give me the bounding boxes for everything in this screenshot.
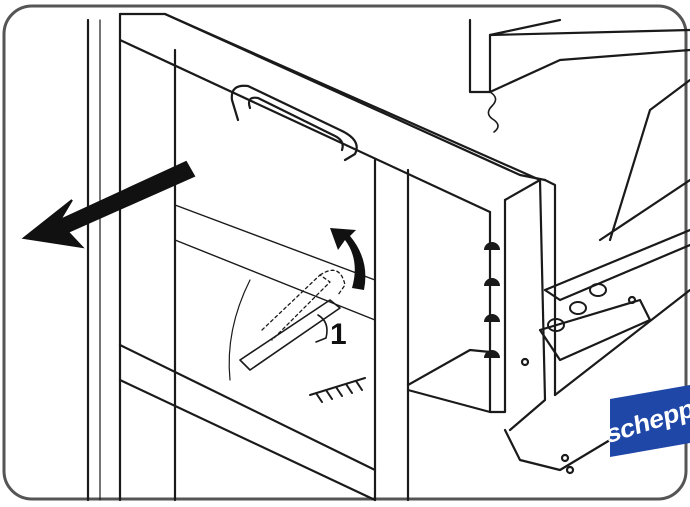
top-block-lower: [488, 48, 690, 94]
hole-small-d: [565, 465, 575, 475]
pin-dashed-position: [261, 274, 331, 341]
brand-logo-text: schepp: [604, 392, 690, 449]
top-beam-edge: [163, 12, 547, 182]
slot-hole: [484, 242, 500, 250]
inner-shelf-upper: [174, 204, 376, 281]
chute-hole: [569, 301, 587, 315]
spring: [309, 377, 366, 403]
chute-top: [598, 178, 690, 242]
hole-small-c: [560, 453, 570, 463]
chute-holes: [547, 283, 607, 332]
chute-bottom: [553, 288, 690, 397]
chute-mid: [543, 228, 690, 292]
hole-small-b: [520, 357, 530, 367]
slot-hole: [484, 278, 500, 286]
handle: [230, 84, 358, 162]
rotate-up-arrow-icon: [330, 228, 366, 290]
top-beam-lower: [118, 38, 492, 214]
brace-lower: [406, 388, 492, 414]
chute-lip: [543, 243, 690, 302]
left-arrow-icon: [21, 160, 196, 249]
pin-dashed-handle: [319, 269, 346, 296]
chute-plate: [538, 298, 652, 362]
rounded-frame: [2, 4, 688, 501]
shadow-contour: [228, 279, 251, 381]
crossbar-top: [118, 343, 377, 472]
hole-small-a: [627, 295, 637, 305]
pin-clip: [315, 314, 328, 343]
pin-rod: [239, 299, 341, 371]
front-plate: [488, 198, 507, 414]
callout-number: 1: [330, 318, 347, 351]
chute-hole: [547, 318, 565, 332]
chute-side: [608, 78, 690, 242]
front-plate-side: [503, 178, 547, 432]
crossbar-bottom: [118, 378, 377, 502]
slot-hole: [484, 314, 500, 322]
slot-hole: [484, 350, 500, 358]
break-line: [487, 91, 499, 133]
base-foot: [503, 428, 612, 472]
slot-holes: [484, 242, 500, 358]
chute-hole: [589, 283, 607, 297]
brace-upper: [406, 348, 492, 387]
top-block-edge: [488, 28, 690, 37]
inner-shelf: [174, 239, 376, 321]
